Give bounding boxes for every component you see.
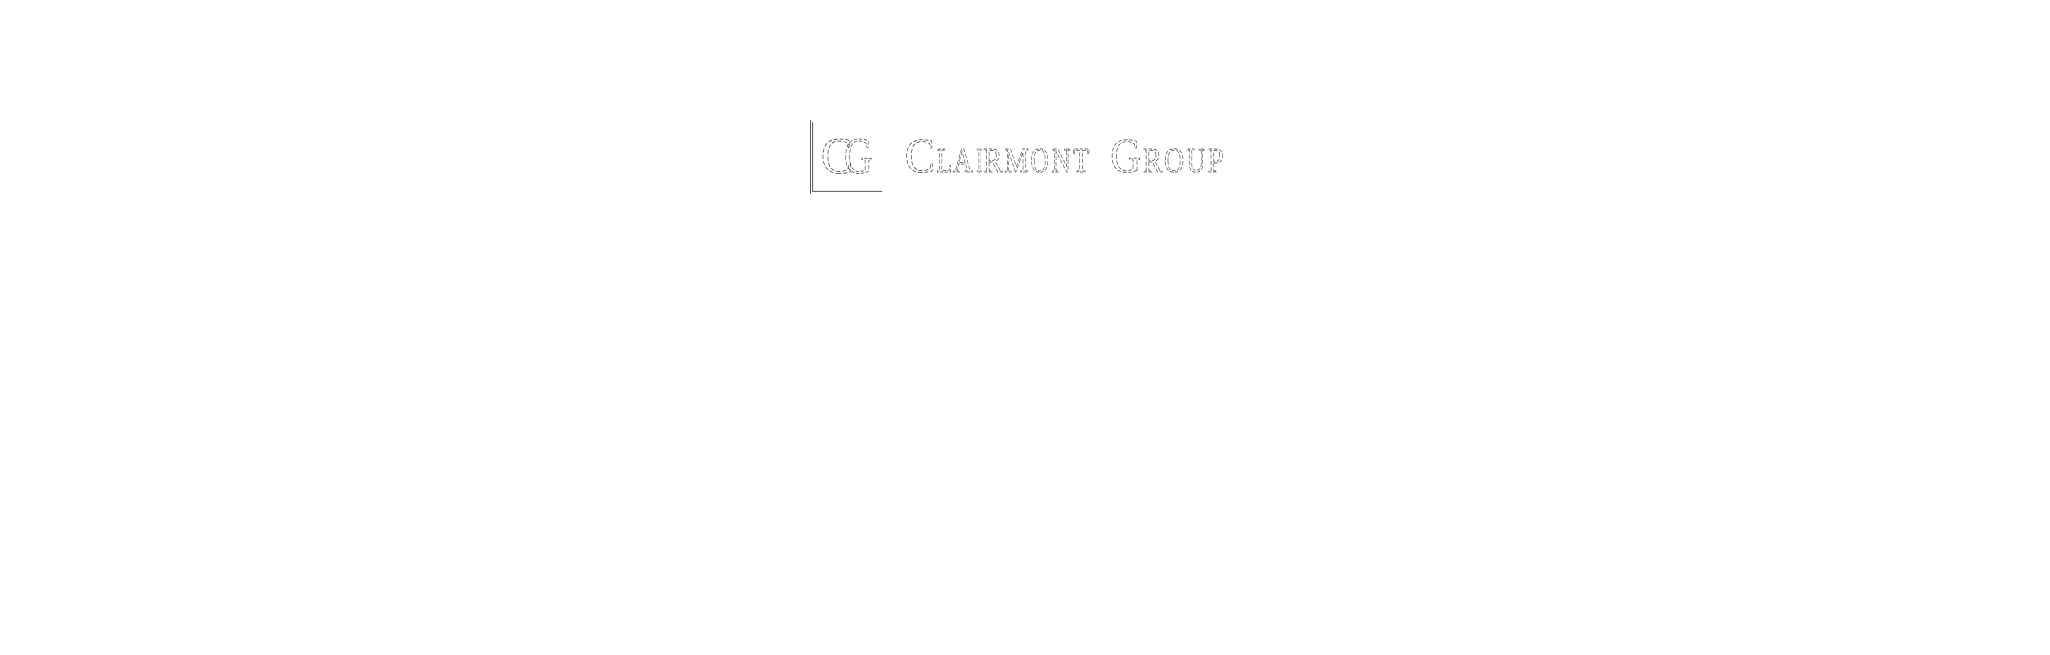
svg-text:C: C	[905, 128, 935, 183]
svg-text:G: G	[1110, 128, 1141, 183]
svg-text:A: A	[953, 142, 972, 180]
svg-text:U: U	[1187, 142, 1206, 180]
svg-text:T: T	[1073, 142, 1090, 180]
svg-text:O: O	[1164, 142, 1184, 180]
svg-text:C: C	[821, 129, 853, 185]
svg-text:M: M	[1004, 142, 1028, 180]
svg-text:O: O	[1031, 142, 1049, 180]
svg-text:G: G	[844, 129, 873, 185]
svg-text:L: L	[937, 142, 953, 180]
svg-text:I: I	[977, 142, 983, 180]
svg-text:P: P	[1208, 142, 1224, 180]
svg-text:R: R	[1143, 142, 1162, 180]
svg-text:N: N	[1052, 142, 1071, 180]
svg-text:R: R	[983, 142, 1002, 180]
